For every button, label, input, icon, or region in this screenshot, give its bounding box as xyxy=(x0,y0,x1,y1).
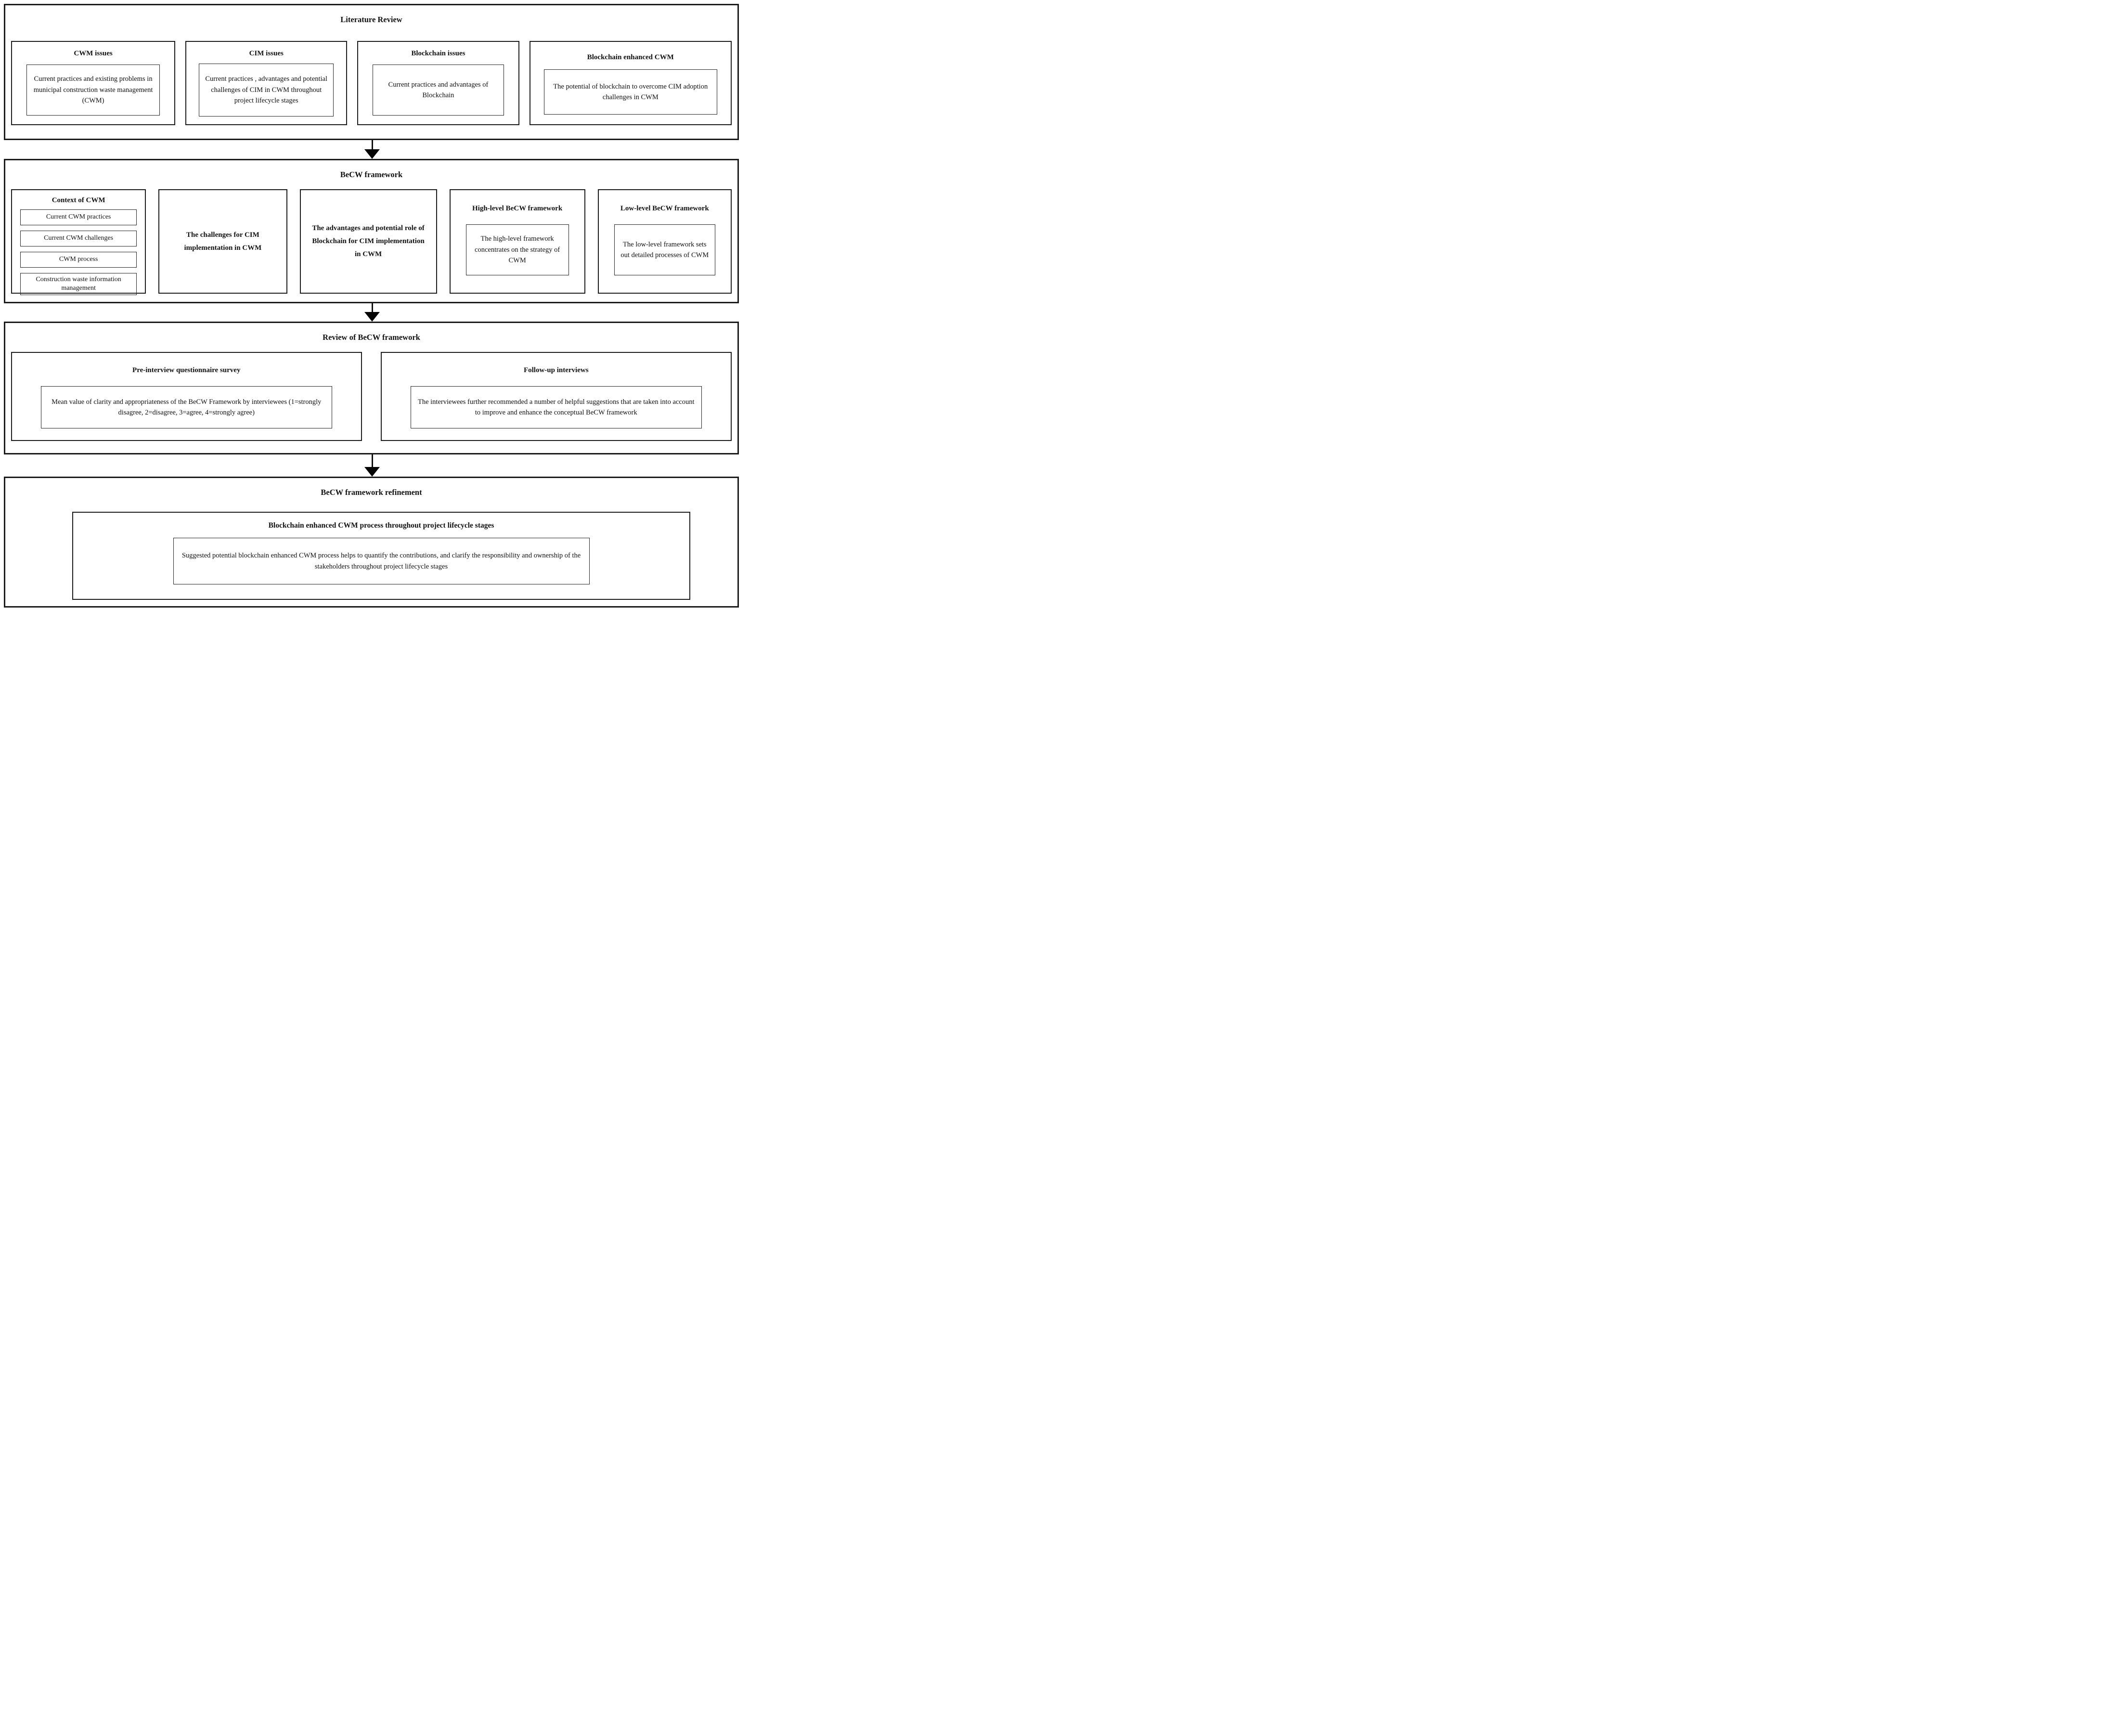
box-title: Follow-up interviews xyxy=(523,366,589,374)
context-item-cwm-process: CWM process xyxy=(20,252,137,268)
section-becw-framework: BeCW framework Context of CWM Current CW… xyxy=(4,159,739,303)
box-cim-challenges: The challenges for CIM implementation in… xyxy=(158,189,287,294)
section-literature-review: Literature Review CWM issues Current pra… xyxy=(4,4,739,140)
arrow-stem xyxy=(371,303,373,312)
box-blockchain-issues: Blockchain issues Current practices and … xyxy=(357,41,519,125)
box-title: Low-level BeCW framework xyxy=(620,205,709,212)
box-title: High-level BeCW framework xyxy=(472,205,563,212)
box-body-text: Suggested potential blockchain enhanced … xyxy=(173,538,590,584)
arrow-head xyxy=(364,312,380,322)
box-title: Blockchain enhanced CWM process througho… xyxy=(268,521,494,530)
review-row: Pre-interview questionnaire survey Mean … xyxy=(11,352,732,441)
section-title: BeCW framework refinement xyxy=(321,488,422,497)
box-high-level-becw-framework: High-level BeCW framework The high-level… xyxy=(449,189,585,294)
context-item-list: Current CWM practices Current CWM challe… xyxy=(12,209,145,295)
box-low-level-becw-framework: Low-level BeCW framework The low-level f… xyxy=(597,189,732,294)
box-cim-issues: CIM issues Current practices , advantage… xyxy=(185,41,348,125)
arrow-down-icon xyxy=(364,303,380,322)
box-title: Blockchain enhanced CWM xyxy=(587,53,674,61)
box-blockchain-enhanced-cwm-process: Blockchain enhanced CWM process througho… xyxy=(72,512,690,600)
box-body-text: Current practices and advantages of Bloc… xyxy=(373,65,504,116)
box-body-text: The high-level framework concentrates on… xyxy=(465,224,569,275)
literature-review-row: CWM issues Current practices and existin… xyxy=(11,41,732,125)
box-follow-up-interviews: Follow-up interviews The interviewees fu… xyxy=(380,352,732,441)
box-body-text: Mean value of clarity and appropriatenes… xyxy=(41,386,332,428)
box-body-text: The low-level framework sets out detaile… xyxy=(614,224,715,275)
box-context-of-cwm: Context of CWM Current CWM practices Cur… xyxy=(11,189,146,295)
box-blockchain-advantages: The advantages and potential role of Blo… xyxy=(299,189,437,294)
arrow-down-icon xyxy=(364,454,380,477)
box-title: CIM issues xyxy=(249,50,284,57)
context-item-construction-waste-information-management: Construction waste information managemen… xyxy=(20,273,137,295)
box-title: Pre-interview questionnaire survey xyxy=(132,366,241,374)
methodology-flowchart: Literature Review CWM issues Current pra… xyxy=(0,0,744,609)
arrow-stem xyxy=(371,454,373,467)
section-becw-framework-refinement: BeCW framework refinement Blockchain enh… xyxy=(4,477,739,608)
section-title: Review of BeCW framework xyxy=(323,333,420,342)
becw-framework-row: Context of CWM Current CWM practices Cur… xyxy=(11,189,732,295)
arrow-head xyxy=(364,467,380,477)
section-title: BeCW framework xyxy=(340,170,403,179)
box-pre-interview-questionnaire-survey: Pre-interview questionnaire survey Mean … xyxy=(11,352,362,441)
arrow-down-icon xyxy=(364,140,380,159)
box-body-text: Current practices and existing problems … xyxy=(26,65,160,116)
box-title: CWM issues xyxy=(74,50,113,57)
section-review-of-becw-framework: Review of BeCW framework Pre-interview q… xyxy=(4,322,739,454)
box-body-text: Current practices , advantages and poten… xyxy=(199,64,334,117)
arrow-stem xyxy=(371,140,373,149)
arrow-head xyxy=(364,149,380,159)
context-item-current-cwm-challenges: Current CWM challenges xyxy=(20,231,137,246)
box-body-text: The interviewees further recommended a n… xyxy=(410,386,702,428)
box-title: Context of CWM xyxy=(52,196,105,204)
box-cwm-issues: CWM issues Current practices and existin… xyxy=(11,41,176,125)
box-title: Blockchain issues xyxy=(411,50,465,57)
section-title: Literature Review xyxy=(340,15,402,24)
context-item-current-cwm-practices: Current CWM practices xyxy=(20,209,137,225)
box-body-text: The potential of blockchain to overcome … xyxy=(543,69,717,115)
box-blockchain-enhanced-cwm: Blockchain enhanced CWM The potential of… xyxy=(529,41,732,125)
